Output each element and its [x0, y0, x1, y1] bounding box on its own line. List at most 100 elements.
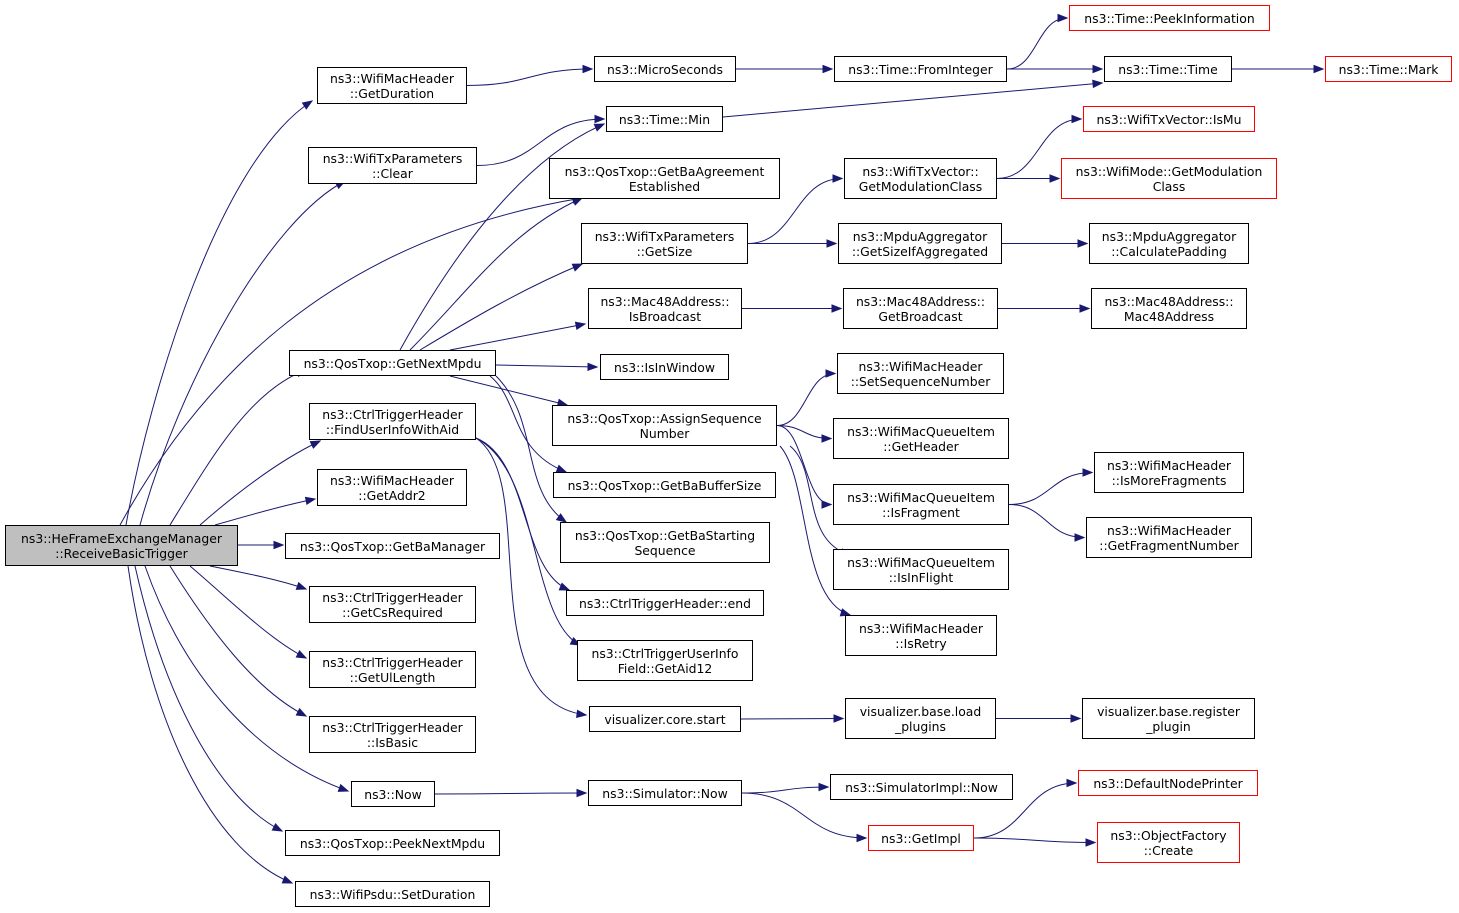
node-label-line: Established: [628, 178, 701, 194]
arrowhead-n39-n42: [1082, 468, 1094, 477]
node-ns3-wifipsdu-setduration[interactable]: ns3::WifiPsdu::SetDuration: [295, 881, 490, 907]
node-ns3-wifimacqueueitem-isfragment[interactable]: ns3::WifiMacQueueItem::IsFragment: [833, 484, 1009, 525]
node-label-line: ns3::WifiTxVector::IsMu: [1096, 111, 1242, 127]
edge-n19-n40: [789, 445, 851, 556]
node-ns3-time-mark[interactable]: ns3::Time::Mark: [1325, 56, 1452, 82]
node-label-line: ns3::GetImpl: [881, 830, 961, 846]
node-label-line: Mac48Address: [1123, 308, 1215, 324]
node-ns3-qostxop-getnextmpdu[interactable]: ns3::QosTxop::GetNextMpdu: [289, 350, 496, 376]
node-ns3-wifimacheader-getaddr2[interactable]: ns3::WifiMacHeader::GetAddr2: [317, 469, 467, 506]
node-label-line: ns3::QosTxop::GetBaBufferSize: [567, 477, 762, 493]
arrowhead-n25-n46: [818, 782, 830, 792]
edge-n3-n14: [399, 123, 605, 351]
node-label-line: ::CalculatePadding: [1111, 243, 1227, 259]
node-ns3-wifimacheader-getfragmentnumber[interactable]: ns3::WifiMacHeader::GetFragmentNumber: [1086, 517, 1252, 558]
node-ns3-simulator-now[interactable]: ns3::Simulator::Now: [588, 780, 742, 806]
node-ns3-wifitxparameters-getsize[interactable]: ns3::WifiTxParameters::GetSize: [581, 223, 748, 264]
node-ns3-mpduaggregator-calculatepadding[interactable]: ns3::MpduAggregator::CalculatePadding: [1089, 223, 1249, 264]
arrowhead-n0-n9: [295, 707, 308, 717]
node-ns3-ctrltriggerheader-finduserinfowithaid[interactable]: ns3::CtrlTriggerHeader::FindUserInfoWith…: [309, 403, 476, 440]
node-ns3-ctrltriggerheader-getcsrequired[interactable]: ns3::CtrlTriggerHeader::GetCsRequired: [309, 586, 476, 623]
node-label-line: ns3::QosTxop::AssignSequence: [567, 410, 762, 426]
node-ns3-wifimacqueueitem-isinflight[interactable]: ns3::WifiMacQueueItem::IsInFlight: [833, 549, 1009, 590]
node-ns3-objectfactory-create[interactable]: ns3::ObjectFactory::Create: [1097, 822, 1240, 863]
node-ns3-qostxop-getbabuffersize[interactable]: ns3::QosTxop::GetBaBufferSize: [553, 472, 776, 498]
arrowhead-n47-n48: [1066, 778, 1078, 788]
node-label-line: ns3::Mac48Address::: [600, 293, 730, 309]
edge-n47-n48: [973, 782, 1077, 839]
node-ns3-defaultnodeprinter[interactable]: ns3::DefaultNodePrinter: [1078, 770, 1258, 796]
node-ns3-wifimacqueueitem-getheader[interactable]: ns3::WifiMacQueueItem::GetHeader: [833, 418, 1009, 459]
node-ns3-now[interactable]: ns3::Now: [351, 781, 435, 807]
node-label-line: ns3::WifiMacHeader: [330, 70, 454, 86]
node-label-line: ns3::Time::Mark: [1338, 61, 1439, 77]
node-label-line: ns3::Time::Time: [1118, 61, 1218, 77]
node-ns3-wifitxparameters-clear[interactable]: ns3::WifiTxParameters::Clear: [308, 147, 477, 184]
node-ns3-mac48address-isbroadcast[interactable]: ns3::Mac48Address::IsBroadcast: [588, 288, 742, 329]
arrowhead-n0-n6: [273, 540, 285, 550]
node-visualizer-base-load-plugins[interactable]: visualizer.base.load_plugins: [845, 698, 996, 739]
arrowhead-n39-n43: [1074, 533, 1086, 542]
node-ns3-simulatorimpl-now[interactable]: ns3::SimulatorImpl::Now: [830, 774, 1013, 800]
node-ns3-wifimacheader-isretry[interactable]: ns3::WifiMacHeader::IsRetry: [845, 615, 997, 656]
node-label-line: ns3::WifiPsdu::SetDuration: [309, 886, 476, 902]
arrowhead-n1-n13: [582, 64, 594, 74]
node-ns3-mac48address-getbroadcast[interactable]: ns3::Mac48Address::GetBroadcast: [843, 288, 998, 329]
node-ns3-ctrltriggerheader-end[interactable]: ns3::CtrlTriggerHeader::end: [566, 590, 764, 616]
node-label-line: Number: [639, 425, 690, 441]
node-label-line: ns3::QosTxop::PeekNextMpdu: [299, 835, 486, 851]
arrowhead-n0-n4: [309, 440, 322, 449]
node-label-line: ns3::Time::Min: [618, 111, 711, 127]
edge-n19-n37: [776, 373, 836, 426]
node-label-line: ns3::Mac48Address::: [1104, 293, 1234, 309]
arrowhead-n2-n14: [594, 114, 606, 124]
node-label-line: ::GetSize: [636, 243, 693, 259]
node-label-line: ns3::CtrlTriggerHeader::end: [579, 595, 751, 611]
edge-n4-n23: [475, 437, 581, 646]
node-ns3-wifitxvector-getmodulationclass[interactable]: ns3::WifiTxVector::GetModulationClass: [844, 158, 997, 199]
node-ns3-qostxop-getbamanager[interactable]: ns3::QosTxop::GetBaManager: [285, 533, 500, 559]
node-ns3-wifimacheader-ismorefragments[interactable]: ns3::WifiMacHeader::IsMoreFragments: [1094, 452, 1244, 493]
node-ns3-ctrltriggerheader-getullength[interactable]: ns3::CtrlTriggerHeader::GetUlLength: [309, 651, 476, 688]
node-ns3-time-peekinformation[interactable]: ns3::Time::PeekInformation: [1069, 5, 1270, 31]
node-ns3-qostxop-peeknextmpdu[interactable]: ns3::QosTxop::PeekNextMpdu: [285, 830, 500, 856]
node-ns3-getimpl[interactable]: ns3::GetImpl: [868, 825, 974, 851]
edge-n19-n41: [779, 445, 851, 616]
node-visualizer-base-register-plugin[interactable]: visualizer.base.register_plugin: [1082, 698, 1255, 739]
node-ns3-microseconds[interactable]: ns3::MicroSeconds: [594, 56, 736, 82]
node-ns3-mpduaggregator-getsizeifaggregated[interactable]: ns3::MpduAggregator::GetSizeIfAggregated: [838, 223, 1002, 264]
node-label-line: visualizer.base.load: [859, 703, 982, 719]
node-ns3-wifitxvector-ismu[interactable]: ns3::WifiTxVector::IsMu: [1083, 106, 1255, 132]
node-label-line: ::IsRetry: [895, 635, 947, 651]
arrowhead-n16-n30: [832, 174, 844, 183]
node-ns3-time-time[interactable]: ns3::Time::Time: [1104, 56, 1232, 82]
node-ns3-wifimacheader-setsequencenumber[interactable]: ns3::WifiMacHeader::SetSequenceNumber: [837, 353, 1004, 394]
node-label-line: ns3::Mac48Address::: [855, 293, 986, 309]
node-label-line: ns3::WifiMacHeader: [858, 358, 983, 374]
node-label-line: ::GetUlLength: [349, 669, 436, 685]
edge-n3-n20: [489, 375, 567, 473]
edge-n16-n30: [747, 178, 843, 244]
node-ns3-wifimacheader-getduration[interactable]: ns3::WifiMacHeader::GetDuration: [317, 67, 467, 104]
arrowhead-n16-n33: [826, 239, 838, 248]
arrowhead-n3-n15: [571, 197, 584, 206]
node-ns3-time-frominteger[interactable]: ns3::Time::FromInteger: [834, 56, 1007, 82]
node-ns3-ctrltriggerheader-isbasic[interactable]: ns3::CtrlTriggerHeader::IsBasic: [309, 716, 476, 753]
node-label-line: ns3::MpduAggregator: [1101, 228, 1237, 244]
node-label-line: ns3::WifiMacHeader: [1107, 522, 1231, 538]
node-label-line: ns3::WifiTxParameters: [594, 228, 735, 244]
arrowhead-n17-n35: [831, 304, 843, 313]
edge-n39-n42: [1008, 472, 1093, 505]
node-visualizer-core-start[interactable]: visualizer.core.start: [589, 706, 741, 732]
edge-n0-n1: [125, 100, 313, 526]
node-ns3-time-min[interactable]: ns3::Time::Min: [606, 106, 723, 132]
arrowhead-n0-n5: [304, 496, 317, 506]
node-label-line: ns3::WifiMacHeader: [859, 620, 983, 636]
node-ns3-isinwindow[interactable]: ns3::IsInWindow: [600, 354, 729, 380]
node-ns3-mac48address-mac48address[interactable]: ns3::Mac48Address::Mac48Address: [1091, 288, 1247, 329]
